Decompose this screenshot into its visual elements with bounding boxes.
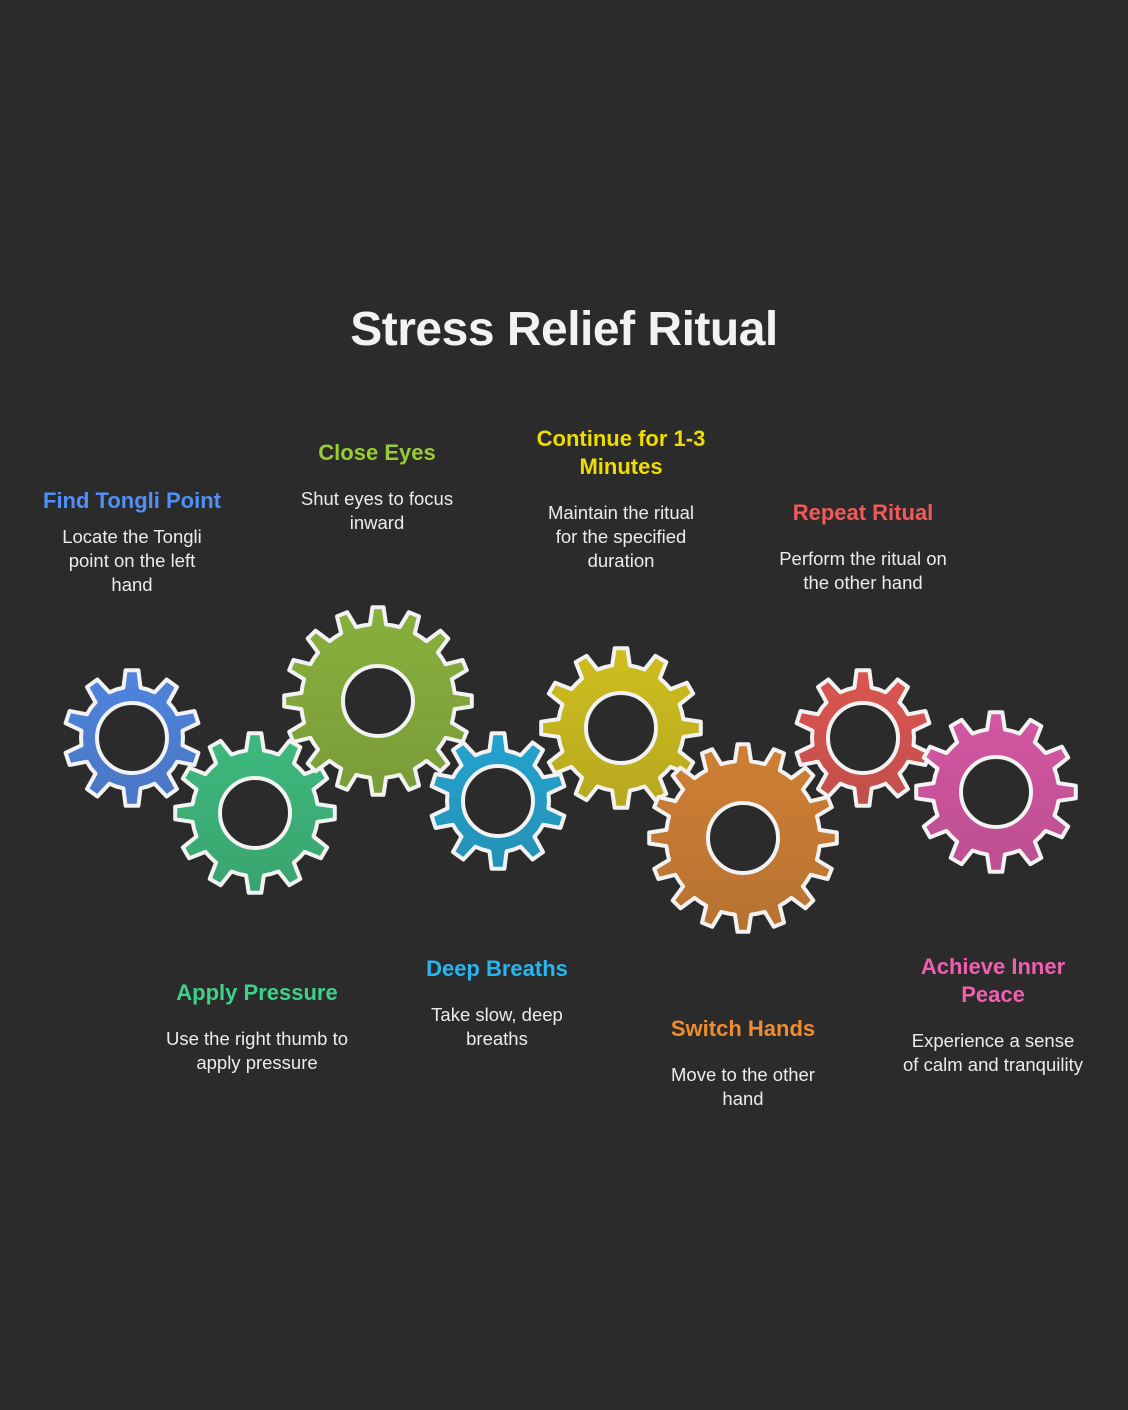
step-description: Perform the ritual on the other hand <box>779 548 947 593</box>
step-description: Use the right thumb to apply pressure <box>165 1028 348 1073</box>
step-title: Apply Pressure <box>176 980 338 1005</box>
gear-hole <box>959 755 1033 829</box>
step-title: Achieve Inner Peace <box>920 954 1066 1007</box>
gear-hole <box>461 764 535 838</box>
step-close-eyes: Close Eyes Shut eyes to focus inward <box>277 439 477 535</box>
step-deep-breaths: Deep Breaths Take slow, deep breaths <box>397 955 597 1051</box>
gear-hole <box>341 664 415 738</box>
step-title: Find Tongli Point <box>43 488 221 513</box>
gear-hole <box>584 691 658 765</box>
step-apply-pressure: Apply Pressure Use the right thumb to ap… <box>157 979 357 1075</box>
step-title: Repeat Ritual <box>792 500 934 525</box>
step-switch-hands: Switch Hands Move to the other hand <box>643 1015 843 1111</box>
step-description: Move to the other hand <box>671 1064 815 1109</box>
step-repeat-ritual: Repeat Ritual Perform the ritual on the … <box>763 499 963 595</box>
step-description: Maintain the ritual for the specified du… <box>547 502 695 571</box>
step-title: Switch Hands <box>670 1016 816 1041</box>
step-description: Locate the Tongli point on the left hand <box>62 526 202 595</box>
gear-hole <box>706 801 780 875</box>
gear-hole <box>826 701 900 775</box>
step-title: Close Eyes <box>318 440 436 465</box>
page-title: Stress Relief Ritual <box>350 303 778 356</box>
step-description: Shut eyes to focus inward <box>300 488 454 533</box>
step-title: Deep Breaths <box>426 956 568 981</box>
step-title: Continue for 1-3 Minutes <box>536 426 706 479</box>
step-achieve-inner-peace: Achieve Inner Peace Experience a sense o… <box>893 953 1093 1077</box>
gear-hole <box>95 701 169 775</box>
step-description: Take slow, deep breaths <box>431 1004 563 1049</box>
gear-hole <box>218 776 292 850</box>
step-continue: Continue for 1-3 Minutes Maintain the ri… <box>521 425 721 573</box>
step-description: Experience a sense of calm and tranquili… <box>903 1030 1083 1075</box>
step-find-tongli-point: Find Tongli Point Locate the Tongli poin… <box>32 487 232 597</box>
